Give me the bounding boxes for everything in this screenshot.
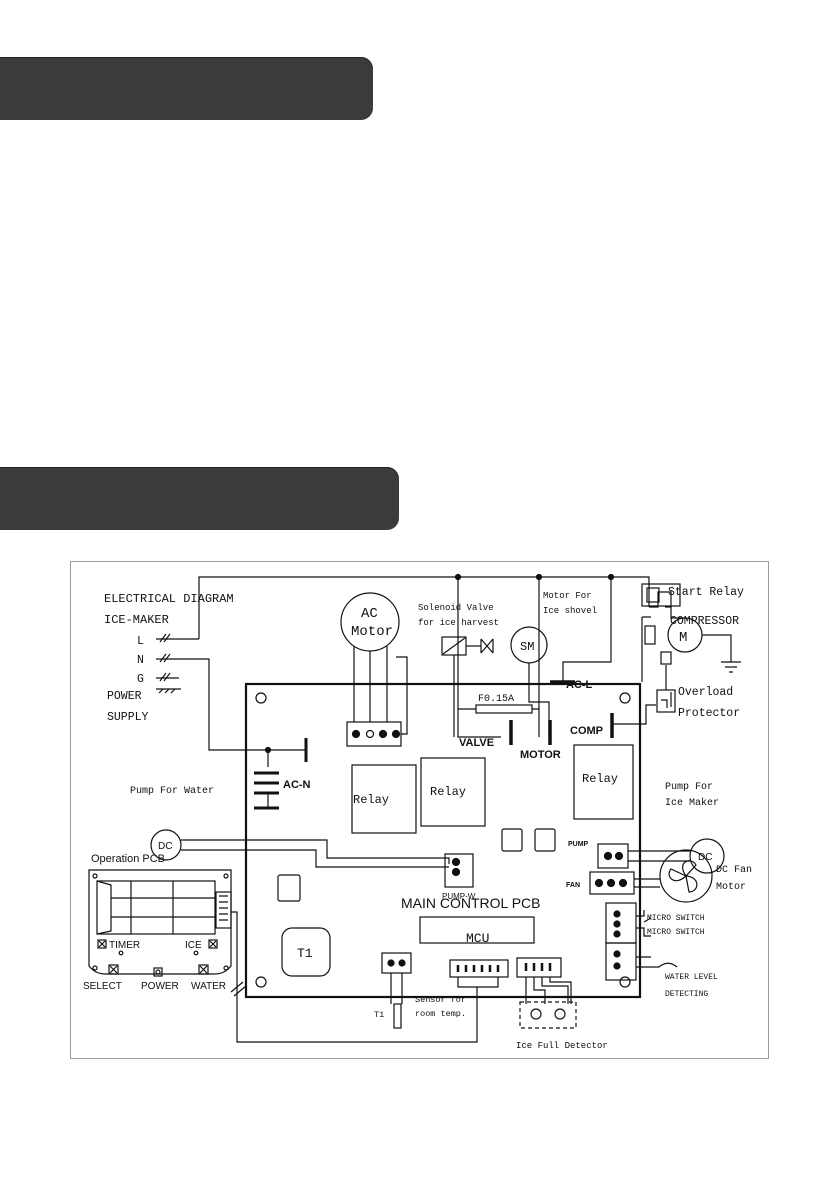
water-level-label-1: WATER LEVEL <box>665 973 718 982</box>
ice-full-label: Ice Full Detector <box>516 1041 608 1051</box>
operation-pcb-label: Operation PCB <box>91 853 165 865</box>
power-label: POWER <box>141 981 179 992</box>
ac-n-label: AC-N <box>283 779 311 791</box>
start-relay-label: Start Relay <box>668 586 744 599</box>
pump-w-label: PUMP-W <box>442 892 476 901</box>
section-header-bar-2 <box>0 467 399 530</box>
fuse-label: F0.15A <box>478 694 514 705</box>
sensor-label-1: Sensor for <box>415 995 466 1005</box>
overload-label-2: Protector <box>678 707 740 720</box>
supply-g-label: G <box>137 673 144 686</box>
electrical-diagram: ELECTRICAL DIAGRAM ICE-MAKER L N G POWER… <box>83 573 752 1051</box>
water-label: WATER <box>191 981 226 992</box>
overload-label-1: Overload <box>678 686 733 699</box>
dc-fan-label-2: Motor <box>716 882 746 893</box>
electrical-diagram-frame: ELECTRICAL DIAGRAM ICE-MAKER L N G POWER… <box>70 561 769 1059</box>
relay-2-label: Relay <box>430 785 466 799</box>
motor-terminal-label: MOTOR <box>520 749 561 761</box>
compressor-m-label: M <box>679 630 687 646</box>
diagram-subtitle: ICE-MAKER <box>104 613 169 627</box>
dc-pump-water-label: DC <box>158 841 172 852</box>
dc-fan-label-1: DC Fan <box>716 865 752 876</box>
sensor-label-2: room temp. <box>415 1009 466 1019</box>
sm-label: SM <box>520 640 534 654</box>
pump-ice-label-2: Ice Maker <box>665 797 719 809</box>
main-pcb-label: MAIN CONTROL PCB <box>401 895 541 911</box>
select-label: SELECT <box>83 981 122 992</box>
mcu-label: MCU <box>466 931 489 946</box>
supply-l-label: L <box>137 635 144 648</box>
motor-shovel-label-1: Motor For <box>543 591 592 601</box>
relay-3-label: Relay <box>582 772 618 786</box>
dc-pump-ice-label: DC <box>698 852 712 863</box>
pump-ice-label-1: Pump For <box>665 782 713 793</box>
ac-motor-label-2: Motor <box>351 624 393 640</box>
t1-chip-label: T1 <box>297 946 313 961</box>
micro-switch-label-1: MICRO SWITCH <box>647 914 705 923</box>
water-level-label-2: DETECTING <box>665 990 708 999</box>
motor-shovel-label-2: Ice shovel <box>543 606 597 616</box>
comp-terminal-label: COMP <box>570 725 603 737</box>
pump-water-label: Pump For Water <box>130 786 214 797</box>
valve-terminal-label: VALVE <box>459 737 494 749</box>
micro-switch-label-2: MICRO SWITCH <box>647 928 705 937</box>
ac-motor-label-1: AC <box>361 606 378 622</box>
power-supply-label-1: POWER <box>107 690 142 703</box>
section-header-bar-1 <box>0 57 373 120</box>
timer-label: TIMER <box>109 940 140 951</box>
fan-connector-label: FAN <box>566 882 580 889</box>
ice-label: ICE <box>185 940 202 951</box>
solenoid-label-2: for ice harvest <box>418 618 499 628</box>
sensor-t1-label: T1 <box>374 1010 384 1020</box>
compressor-label: COMPRESSOR <box>670 615 739 628</box>
supply-n-label: N <box>137 654 144 667</box>
pump-connector-label: PUMP <box>568 841 589 848</box>
solenoid-label-1: Solenoid Valve <box>418 603 494 613</box>
relay-1-label: Relay <box>353 793 389 807</box>
ac-l-label: AC-L <box>566 679 593 691</box>
power-supply-label-2: SUPPLY <box>107 711 149 724</box>
diagram-title: ELECTRICAL DIAGRAM <box>104 592 234 606</box>
